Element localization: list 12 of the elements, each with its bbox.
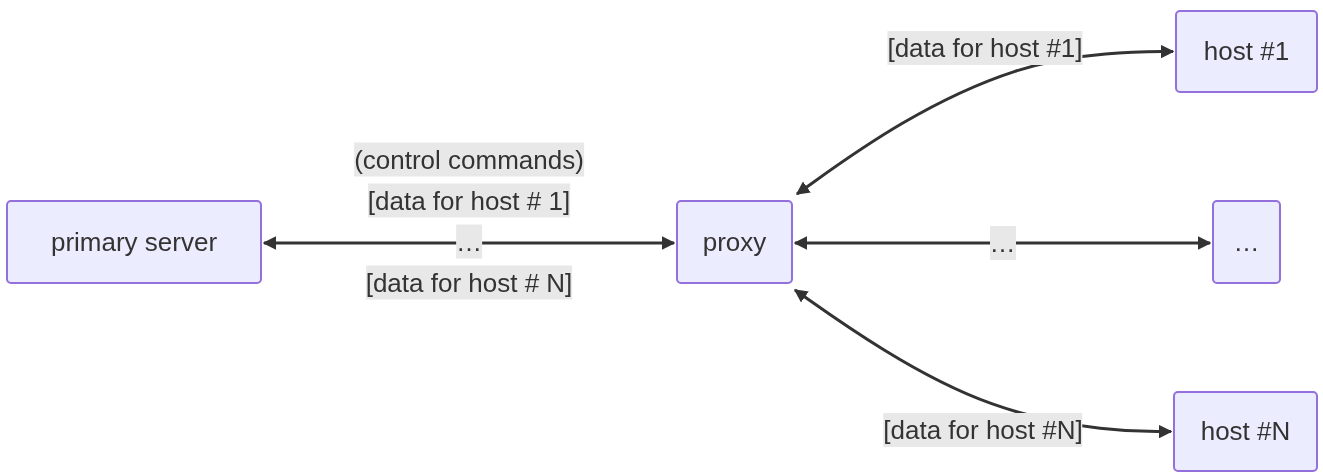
process-box: host #N — [1173, 391, 1318, 472]
process-box: primary server — [6, 200, 262, 284]
process-box: … — [1212, 200, 1281, 284]
edge-label: … — [989, 226, 1016, 260]
edge-label: [data for host #N] — [883, 413, 1083, 447]
process-box: host #1 — [1175, 10, 1318, 93]
process-box: proxy — [676, 200, 793, 284]
edge-label: (control commands) [data for host # 1] … [data for host # N] — [354, 142, 584, 300]
arrow — [795, 44, 1175, 196]
arrow — [793, 236, 1212, 250]
arrow — [262, 236, 676, 250]
edge-label: [data for host #1] — [887, 31, 1083, 65]
